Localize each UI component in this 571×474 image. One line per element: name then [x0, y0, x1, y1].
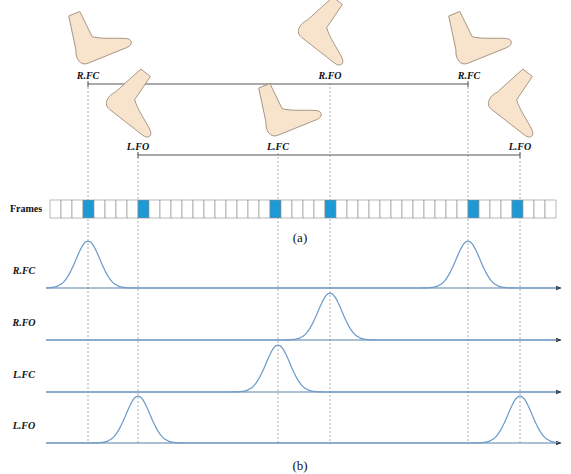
frame-cell — [237, 200, 248, 218]
subfigure-caption: (a) — [293, 231, 307, 244]
cycle-tick — [468, 81, 469, 87]
frame-cell — [193, 200, 204, 218]
event-label: R.FO — [12, 318, 35, 328]
frame-cell — [72, 200, 83, 218]
frame-cell — [325, 200, 336, 218]
frame-cell — [435, 200, 446, 218]
frame-cell — [468, 200, 479, 218]
frame-cell — [226, 200, 237, 218]
frame-cell — [314, 200, 325, 218]
event-guide-line — [278, 153, 279, 444]
frame-cell — [512, 200, 523, 218]
frame-cell — [523, 200, 534, 218]
event-label: R.FC — [458, 71, 481, 81]
frame-cell — [50, 200, 61, 218]
event-guide-line — [330, 83, 331, 444]
event-label: R.FC — [13, 266, 36, 276]
frame-cell — [402, 200, 413, 218]
gaussian-heatmap-curve — [46, 396, 558, 443]
foot-illustration — [251, 70, 322, 138]
frame-cell — [94, 200, 105, 218]
frame-cell — [149, 200, 160, 218]
gaussian-heatmap-curve — [46, 293, 558, 340]
event-guide-line — [520, 153, 521, 444]
event-guide-line — [468, 83, 469, 444]
frame-cell — [259, 200, 270, 218]
frame-cell — [303, 200, 314, 218]
cycle-tick — [138, 152, 139, 158]
frame-cell — [138, 200, 149, 218]
frame-cell — [336, 200, 347, 218]
frame-cell — [61, 200, 72, 218]
frame-cell — [105, 200, 116, 218]
frame-cell — [545, 200, 556, 218]
event-label: R.FO — [318, 71, 341, 81]
frame-cell — [204, 200, 215, 218]
frame-cell — [534, 200, 545, 218]
frame-cell — [83, 200, 94, 218]
frame-cell — [182, 200, 193, 218]
frame-cell — [446, 200, 457, 218]
frame-cell — [380, 200, 391, 218]
foot-illustration — [441, 0, 512, 66]
frame-cell — [391, 200, 402, 218]
frame-cell — [501, 200, 512, 218]
frame-cell — [160, 200, 171, 218]
frame-cell — [490, 200, 501, 218]
foot-illustration — [103, 64, 179, 139]
event-guide-line — [88, 83, 89, 444]
frame-cell — [358, 200, 369, 218]
event-label: R.FC — [77, 71, 100, 81]
event-label: L.FC — [267, 142, 289, 152]
frame-cell — [171, 200, 182, 218]
gaussian-heatmap-curve — [46, 345, 558, 392]
event-label: L.FC — [13, 370, 35, 380]
foot-illustration — [61, 0, 132, 66]
gaussian-heatmap-curve — [46, 241, 558, 288]
cycle-line — [138, 155, 520, 156]
frame-cell — [270, 200, 281, 218]
frame-cell — [413, 200, 424, 218]
frame-cell — [116, 200, 127, 218]
row-label: Frames — [10, 204, 42, 214]
frame-cell — [479, 200, 490, 218]
frame-cell — [347, 200, 358, 218]
frame-cell — [215, 200, 226, 218]
cycle-tick — [520, 152, 521, 158]
cycle-tick — [88, 81, 89, 87]
event-guide-line — [138, 153, 139, 444]
frame-cell — [281, 200, 292, 218]
foot-illustration — [295, 0, 371, 67]
frame-cell — [292, 200, 303, 218]
subfigure-caption: (b) — [292, 459, 307, 472]
frame-cell — [369, 200, 380, 218]
event-label: L.FO — [509, 142, 532, 152]
foot-illustration — [485, 64, 561, 139]
frame-cell — [127, 200, 138, 218]
frame-cell — [457, 200, 468, 218]
frame-cell — [424, 200, 435, 218]
frame-cell — [248, 200, 259, 218]
event-label: L.FO — [127, 142, 150, 152]
event-label: L.FO — [13, 421, 36, 431]
